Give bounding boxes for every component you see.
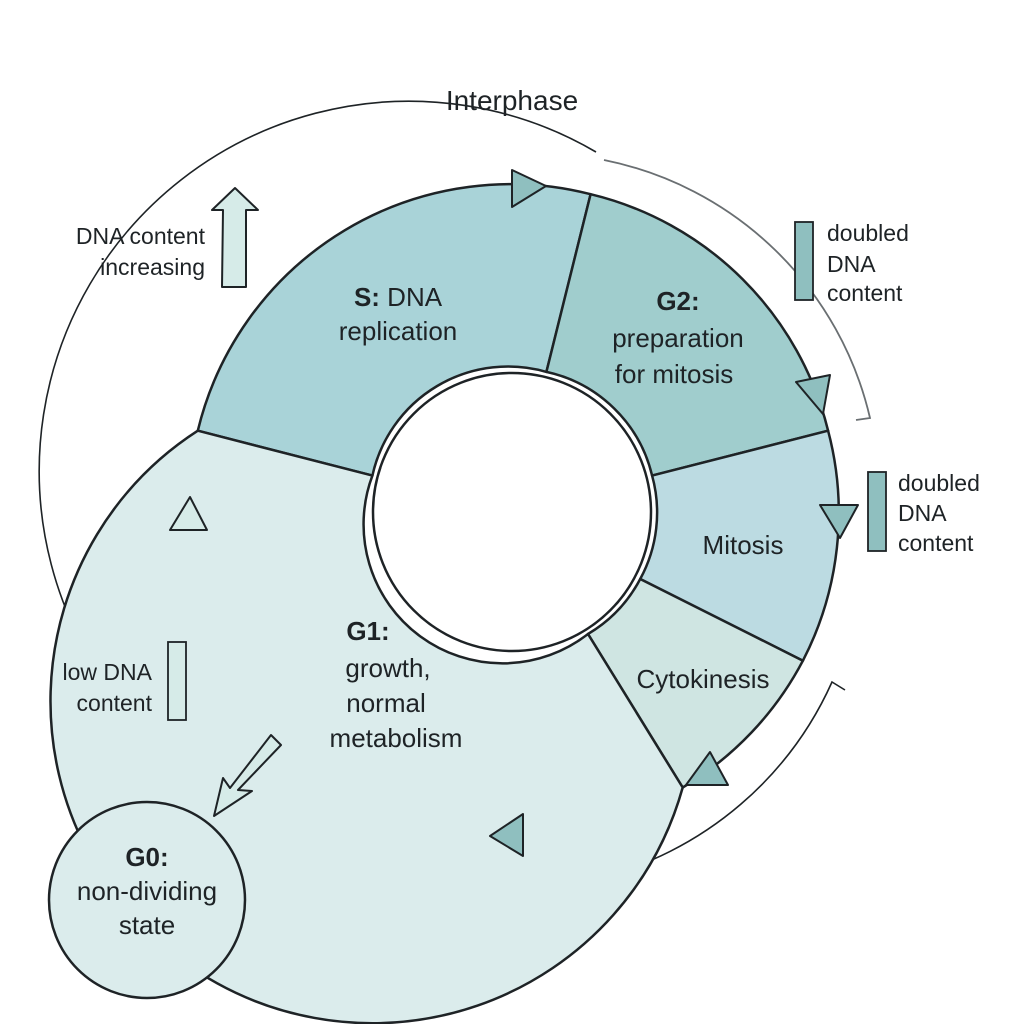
arrow-into-mitosis-icon — [819, 504, 859, 539]
g1-phase-description-2: normal — [346, 688, 425, 718]
doubled-dna-bar-mid — [867, 471, 887, 552]
interphase-title: Interphase — [446, 85, 578, 116]
g0-label: G0: — [125, 842, 168, 872]
s-phase-label: S: DNA — [354, 282, 443, 312]
g0-exit-arrow-icon — [213, 734, 282, 817]
arrow-g1-bottom-icon — [489, 813, 524, 857]
g2-phase-description-1: preparation — [612, 323, 744, 353]
doubled-dna-top-label-3: content — [827, 280, 903, 306]
g2-phase-label: G2: — [656, 286, 699, 316]
s-phase-description: replication — [339, 316, 458, 346]
dna-increasing-label-2: increasing — [100, 254, 205, 280]
g1-phase-description-3: metabolism — [330, 723, 463, 753]
arrow-cytokinesis-to-g1-icon — [685, 751, 729, 786]
g0-description-2: state — [119, 910, 175, 940]
g0-circle — [47, 800, 247, 1000]
doubled-dna-top-label-1: doubled — [827, 220, 909, 246]
doubled-dna-bar-top — [794, 221, 814, 301]
doubled-dna-mid-label-3: content — [898, 530, 974, 556]
dna-increasing-label-1: DNA content — [76, 223, 206, 249]
g0-description-1: non-dividing — [77, 876, 217, 906]
g1-phase-label: G1: — [346, 616, 389, 646]
doubled-dna-mid-label-1: doubled — [898, 470, 980, 496]
g2-phase-description-2: for mitosis — [615, 359, 733, 389]
arrow-s-to-g2-icon — [511, 169, 547, 208]
mitosis-label: Mitosis — [703, 530, 784, 560]
low-dna-label-1: low DNA — [63, 659, 153, 685]
g1-phase-description-1: growth, — [345, 653, 430, 683]
arrow-g2-to-mitosis-icon — [795, 374, 831, 415]
low-dna-label-2: content — [77, 690, 153, 716]
low-dna-bar — [167, 641, 187, 721]
cytokinesis-label: Cytokinesis — [637, 664, 770, 694]
arrow-g1-to-s-icon — [169, 496, 208, 531]
doubled-dna-top-label-2: DNA — [827, 251, 876, 277]
g2-outer-bracket — [603, 159, 872, 421]
dna-increasing-arrow-icon — [211, 187, 259, 288]
center-hole — [371, 371, 653, 653]
doubled-dna-mid-label-2: DNA — [898, 500, 947, 526]
